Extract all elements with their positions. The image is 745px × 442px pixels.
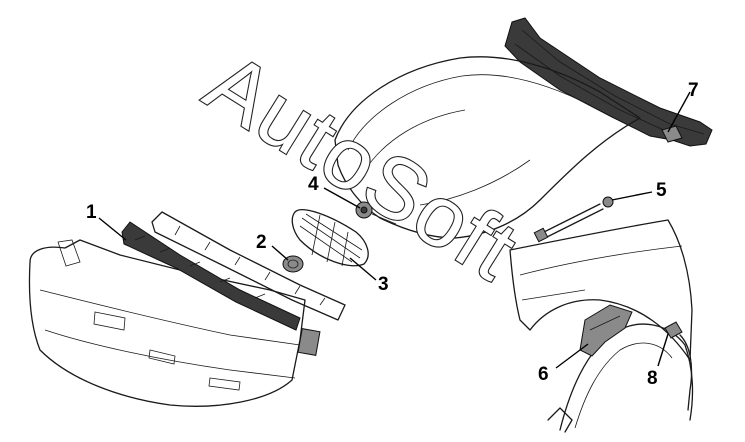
callout-8: 8: [647, 368, 658, 389]
leader-7: [667, 91, 691, 133]
leader-4: [323, 187, 361, 209]
callout-5: 5: [656, 180, 667, 201]
bumper-cover: [28, 239, 306, 407]
wheel-housing: [547, 323, 694, 433]
hood-strut: [533, 196, 614, 243]
hood: [334, 56, 641, 239]
hood-latch: [355, 201, 397, 225]
leader-2: [271, 245, 289, 261]
leader-lines: [98, 91, 691, 369]
callout-4: 4: [308, 174, 319, 195]
leader-3: [349, 257, 377, 281]
callout-7: 7: [688, 80, 699, 101]
callout-6: 6: [538, 364, 549, 385]
splash-shield: [579, 304, 633, 357]
callout-2: 2: [256, 232, 267, 253]
callout-1: 1: [86, 202, 97, 223]
impact-absorber: [151, 211, 346, 321]
cowl-panel: [504, 17, 713, 147]
leader-1: [98, 217, 127, 241]
callout-3: 3: [378, 274, 389, 295]
bumper-reinforcement: [121, 221, 321, 356]
leader-5: [611, 191, 653, 201]
fender-clip: [664, 321, 693, 411]
callouts: 1 2 3 4 5 6 7 8: [86, 80, 699, 389]
leader-8: [657, 333, 669, 367]
leader-6: [555, 343, 589, 369]
grille: [291, 209, 369, 267]
